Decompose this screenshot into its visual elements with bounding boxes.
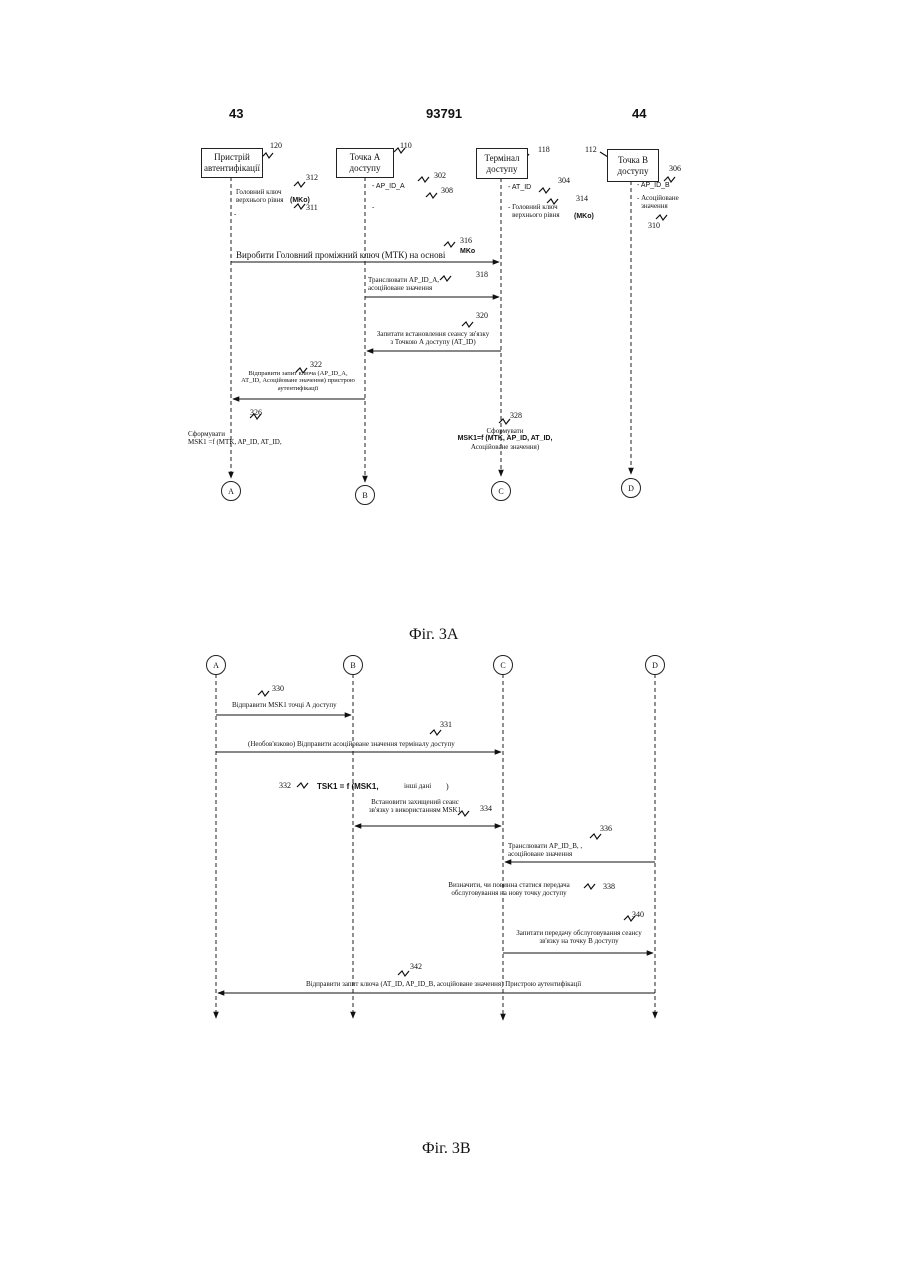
ref-302: 302	[434, 171, 446, 180]
ref-304: 304	[558, 176, 570, 185]
step-328-text: СформуватиMSK1=f (MTK, AP_ID, AT_ID,Асоц…	[440, 427, 570, 451]
msg-332-formula: TSK1 = f (MSK1,	[317, 782, 379, 791]
ref-340: 340	[632, 910, 644, 919]
connector-c-top: C	[491, 481, 511, 501]
apa-id-note: - AP_ID_A	[372, 183, 405, 191]
ref-342: 342	[410, 962, 422, 971]
term-at-id-note: - AT_ID	[508, 184, 531, 192]
ref-328: 328	[510, 411, 522, 420]
term-mko-label: (MKo)	[574, 213, 594, 221]
msg-332-other-data: інші дані	[404, 782, 431, 790]
entity-access-point-b: Точка В доступу	[607, 149, 659, 182]
msg-331-text: (Необов'язково) Відправити асоційоване з…	[248, 740, 455, 748]
ref-338: 338	[603, 882, 615, 891]
entity-access-terminal: Термінал доступу	[476, 148, 528, 179]
msg-342-text: Відправити запит ключа (AT_ID, AP_ID_B, …	[306, 980, 581, 988]
msg-320-text: Запитати встановлення сеансу зв'язкуз То…	[368, 330, 498, 346]
ref-110: 110	[400, 141, 412, 150]
msg-338-text: Визначити, чи повинна статися передачаоб…	[440, 881, 578, 897]
ref-318: 318	[476, 270, 488, 279]
msg-334-text: Встановити захищений сеансзв'язку з вико…	[360, 798, 470, 814]
ref-326: 326	[250, 408, 262, 417]
ref-314: 314	[576, 194, 588, 203]
entity-auth-device: Пристрій автентифікації	[201, 148, 263, 178]
connector-d-top: D	[621, 478, 641, 498]
ref-306: 306	[669, 164, 681, 173]
ref-310: 310	[648, 221, 660, 230]
msg-316-mko: MKo	[460, 248, 475, 256]
ref-316: 316	[460, 236, 472, 245]
figure-3a-caption: Фіг. 3А	[409, 626, 458, 644]
ref-112: 112	[585, 145, 597, 154]
step-326-text: СформуватиMSK1 =f (MTK, AP_ID, AT_ID,	[188, 430, 282, 446]
figure-3b-caption: Фіг. 3В	[422, 1140, 471, 1158]
connector-a-top: A	[221, 481, 241, 501]
msg-316-text: Виробити Головний проміжний ключ (МТК) н…	[236, 250, 445, 260]
ref-330: 330	[272, 684, 284, 693]
entity-access-point-a: Точка А доступу	[336, 148, 394, 178]
apa-bullet: -	[372, 203, 374, 211]
ref-311: 311	[306, 203, 318, 212]
ref-336: 336	[600, 824, 612, 833]
term-master-key-note: - Головний ключ верхнього рівня	[508, 203, 566, 219]
msg-322-text: Відправити запит ключа (AP_ID_A,AT_ID, А…	[234, 370, 362, 392]
ref-118: 118	[538, 145, 550, 154]
msg-340-text: Запитати передачу обслуговування сеансуз…	[508, 929, 650, 945]
msg-330-text: Відправити MSK1 точці А доступу	[232, 701, 337, 709]
msg-332-close: )	[446, 782, 449, 791]
ref-332: 332	[279, 781, 291, 790]
msg-318-text: Транслювати AP_ID_A,асоційоване значення	[368, 276, 439, 292]
connector-b-bottom: B	[343, 655, 363, 675]
ref-320: 320	[476, 311, 488, 320]
ref-120: 120	[270, 141, 282, 150]
ref-312: 312	[306, 173, 318, 182]
ref-308: 308	[441, 186, 453, 195]
ref-331: 331	[440, 720, 452, 729]
connector-d-bottom: D	[645, 655, 665, 675]
msg-336-text: Транслювати AP_ID_B, ,асоційоване значен…	[508, 842, 582, 858]
connector-b-top: B	[355, 485, 375, 505]
connector-a-bottom: A	[206, 655, 226, 675]
connector-c-bottom: C	[493, 655, 513, 675]
ref-334: 334	[480, 804, 492, 813]
ref-322: 322	[310, 360, 322, 369]
apb-id-note: - AP_ID_B	[637, 182, 670, 190]
apb-assoc-note: - Асоційоване значення	[637, 194, 677, 210]
auth-bullet: -	[234, 210, 236, 218]
